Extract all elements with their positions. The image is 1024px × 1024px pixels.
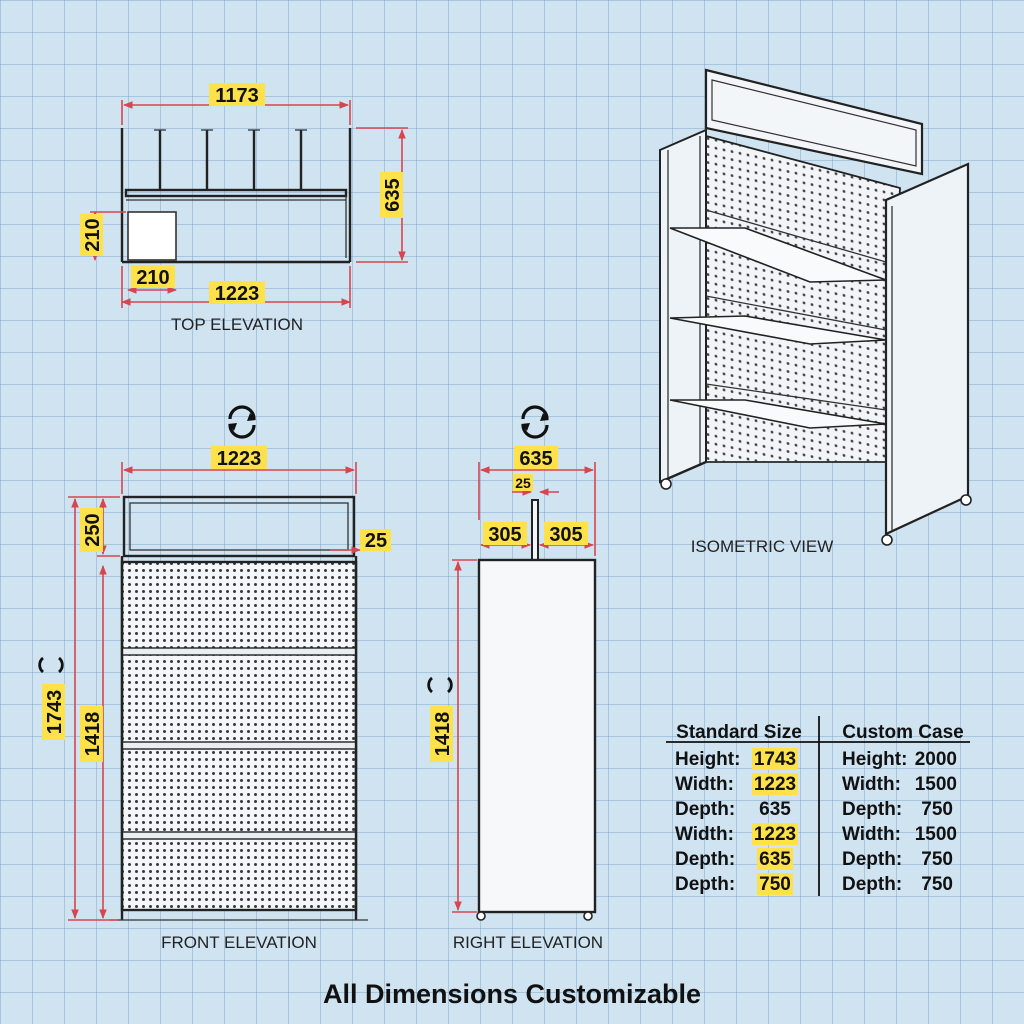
front-frame-label: 25 bbox=[365, 530, 387, 552]
table-custom-value: 2000 bbox=[915, 749, 957, 770]
table-standard-value: 1743 bbox=[754, 749, 796, 770]
table-custom-value: 1500 bbox=[915, 774, 957, 795]
table-custom-label: Depth: bbox=[842, 849, 902, 870]
top-box-width-label: 210 bbox=[136, 267, 169, 289]
front-header-height-label: 250 bbox=[82, 513, 104, 546]
top-elevation-caption: TOP ELEVATION bbox=[171, 315, 303, 334]
top-overall-width-label: 1173 bbox=[215, 85, 258, 107]
right-left-offset-label: 305 bbox=[488, 524, 521, 546]
table-row-label: Width: bbox=[675, 774, 734, 795]
right-right-offset-label: 305 bbox=[549, 524, 582, 546]
table-header-standard: Standard Size bbox=[676, 722, 802, 743]
right-view-geometry bbox=[476, 499, 597, 921]
table-row-label: Width: bbox=[675, 824, 734, 845]
table-custom-value: 750 bbox=[921, 799, 953, 820]
table-row-label: Height: bbox=[675, 749, 740, 770]
spec-table: Standard Size Custom Case Height: 1743 H… bbox=[666, 716, 970, 896]
right-depth-label: 635 bbox=[519, 448, 552, 470]
front-elevation-view: 1223 250 25 1743 1418 FRONT ELEVATION bbox=[38, 405, 391, 952]
rotate-icon bbox=[427, 676, 453, 694]
iso-geometry bbox=[659, 68, 972, 546]
table-row-label: Depth: bbox=[675, 799, 735, 820]
front-body-height-label: 1418 bbox=[82, 712, 104, 757]
front-elevation-caption: FRONT ELEVATION bbox=[161, 933, 317, 952]
right-post-label: 25 bbox=[515, 475, 531, 491]
right-body-height-label: 1418 bbox=[432, 712, 454, 757]
table-row-label: Depth: bbox=[675, 849, 735, 870]
front-total-height-label: 1743 bbox=[44, 690, 66, 735]
table-row-label: Depth: bbox=[675, 874, 735, 895]
isometric-view: ISOMETRIC VIEW bbox=[659, 68, 972, 556]
table-standard-value: 635 bbox=[759, 799, 791, 820]
table-standard-value: 750 bbox=[759, 874, 791, 895]
top-depth-label: 635 bbox=[382, 178, 404, 211]
table-custom-label: Depth: bbox=[842, 874, 902, 895]
table-custom-label: Depth: bbox=[842, 799, 902, 820]
table-custom-value: 750 bbox=[921, 874, 953, 895]
top-width-label: 1223 bbox=[215, 283, 260, 305]
front-width-label: 1223 bbox=[217, 448, 262, 470]
top-box-height-label: 210 bbox=[82, 218, 104, 251]
table-custom-label: Height: bbox=[842, 749, 907, 770]
table-standard-value: 635 bbox=[759, 849, 791, 870]
table-custom-label: Width: bbox=[842, 824, 901, 845]
table-header-custom: Custom Case bbox=[842, 722, 963, 743]
top-elevation-view: 1173 635 210 210 1223 TOP ELEVATION bbox=[80, 83, 408, 334]
table-custom-value: 750 bbox=[921, 849, 953, 870]
right-elevation-caption: RIGHT ELEVATION bbox=[453, 933, 603, 952]
table-custom-value: 1500 bbox=[915, 824, 957, 845]
front-view-geometry bbox=[110, 495, 368, 921]
rotate-icon bbox=[228, 405, 256, 439]
table-custom-label: Width: bbox=[842, 774, 901, 795]
top-view-geometry bbox=[120, 128, 352, 264]
rotate-icon bbox=[38, 656, 64, 674]
rotate-icon bbox=[521, 405, 549, 439]
table-standard-value: 1223 bbox=[754, 774, 796, 795]
right-elevation-view: 635 25 305 305 1418 RIGHT ELEVATION bbox=[427, 405, 603, 952]
isometric-caption: ISOMETRIC VIEW bbox=[691, 537, 834, 556]
table-standard-value: 1223 bbox=[754, 824, 796, 845]
footer-title: All Dimensions Customizable bbox=[323, 979, 701, 1009]
